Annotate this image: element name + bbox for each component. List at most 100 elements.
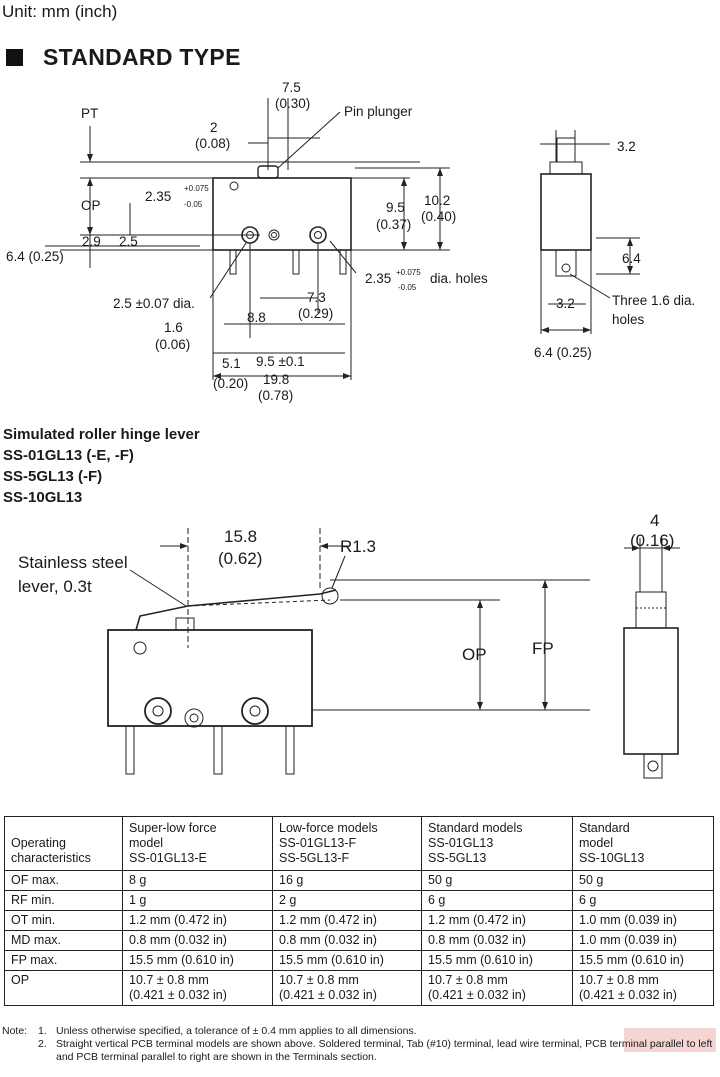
note-label: Note: bbox=[2, 1025, 28, 1037]
dim-15-8: 15.8 bbox=[224, 527, 257, 546]
dim-6-4-in: 6.4 (0.25) bbox=[6, 249, 64, 264]
dim-7-3-in: (0.29) bbox=[298, 306, 333, 321]
dim-2-5: 2.5 bbox=[119, 234, 138, 249]
tol-minus: -0.05 bbox=[184, 200, 203, 209]
dim-8-8: 8.8 bbox=[247, 310, 266, 325]
square-bullet-icon bbox=[6, 49, 23, 66]
table-cell: 10.7 ± 0.8 mm(0.421 ± 0.032 in) bbox=[421, 970, 573, 1006]
dim-4-in: (0.16) bbox=[630, 531, 674, 550]
three-holes-1: Three 1.6 dia. bbox=[612, 293, 695, 308]
table-row: OF max. 8 g 16 g 50 g 50 g bbox=[4, 870, 714, 891]
table-row: RF min. 1 g 2 g 6 g 6 g bbox=[4, 890, 714, 911]
tol-plus: +0.075 bbox=[184, 184, 209, 193]
model-line-2: SS-5GL13 (-F) bbox=[3, 468, 103, 485]
table-cell: 15.5 mm (0.610 in) bbox=[272, 950, 422, 971]
section-title-text: STANDARD TYPE bbox=[43, 44, 241, 70]
dim-19-8-in: (0.78) bbox=[258, 388, 293, 403]
table-cell: 50 g bbox=[572, 870, 714, 891]
table-cell: 16 g bbox=[272, 870, 422, 891]
dim-3-2-bottom: 3.2 bbox=[556, 296, 575, 311]
note-2: 2. Straight vertical PCB terminal models… bbox=[2, 1038, 718, 1064]
table-cell: 2 g bbox=[272, 890, 422, 911]
notes: Note: 1. Unless otherwise specified, a t… bbox=[2, 1025, 718, 1064]
dim-15-8-in: (0.62) bbox=[218, 549, 262, 568]
watermark-stamp bbox=[624, 1028, 716, 1052]
dim-5-1-in: (0.20) bbox=[213, 376, 248, 391]
lever-switch-body bbox=[107, 629, 313, 727]
dim-10-2: 10.2 bbox=[424, 193, 450, 208]
three-holes-2: holes bbox=[612, 312, 645, 327]
table-cell: 1.2 mm (0.472 in) bbox=[122, 910, 273, 931]
pt-label: PT bbox=[81, 106, 98, 121]
fp-label: FP bbox=[532, 639, 554, 658]
table-cell: 15.5 mm (0.610 in) bbox=[572, 950, 714, 971]
table-row: FP max. 15.5 mm (0.610 in) 15.5 mm (0.61… bbox=[4, 950, 714, 971]
model-title: Simulated roller hinge lever bbox=[3, 426, 200, 443]
dim-1-6-in: (0.06) bbox=[155, 337, 190, 352]
switch-body bbox=[212, 177, 352, 251]
dim-7-5-in: (0.30) bbox=[275, 96, 310, 111]
table-cell: 1.0 mm (0.039 in) bbox=[572, 910, 714, 931]
table-cell: 10.7 ± 0.8 mm(0.421 ± 0.032 in) bbox=[272, 970, 422, 1006]
dim-3-2-top: 3.2 bbox=[617, 139, 636, 154]
table-cell: 15.5 mm (0.610 in) bbox=[421, 950, 573, 971]
side-view-body bbox=[540, 173, 592, 251]
dim-2: 2 bbox=[210, 120, 218, 135]
table-cell: 1 g bbox=[122, 890, 273, 911]
lever-label-2: lever, 0.3t bbox=[18, 577, 92, 596]
dim-2-35-holes: 2.35 bbox=[365, 271, 391, 286]
dim-6-4-side: 6.4 (0.25) bbox=[534, 345, 592, 360]
row-label: OT min. bbox=[4, 910, 123, 931]
row-label: RF min. bbox=[4, 890, 123, 911]
table-row: OT min. 1.2 mm (0.472 in) 1.2 mm (0.472 … bbox=[4, 910, 714, 931]
note-number: 2. bbox=[38, 1038, 47, 1050]
table-row-op: OP 10.7 ± 0.8 mm(0.421 ± 0.032 in) 10.7 … bbox=[4, 970, 714, 1006]
table-cell: 15.5 mm (0.610 in) bbox=[122, 950, 273, 971]
row-label: OF max. bbox=[4, 870, 123, 891]
dim-4: 4 bbox=[650, 511, 659, 530]
lever-side-body bbox=[623, 627, 679, 755]
note-number: 1. bbox=[38, 1025, 47, 1037]
row-label: OP bbox=[4, 970, 123, 1006]
pin-plunger-label: Pin plunger bbox=[344, 104, 413, 119]
tol-plus-holes: +0.075 bbox=[396, 268, 421, 277]
dim-2-5-dia: 2.5 ±0.07 dia. bbox=[113, 296, 195, 311]
section-title: STANDARD TYPE bbox=[6, 44, 241, 71]
dia-holes-label: dia. holes bbox=[430, 271, 488, 286]
note-1: Note: 1. Unless otherwise specified, a t… bbox=[2, 1025, 718, 1038]
dim-9-5-in: (0.37) bbox=[376, 217, 411, 232]
table-cell: 50 g bbox=[421, 870, 573, 891]
op-label: OP bbox=[81, 198, 101, 213]
dim-6-4: 6.4 bbox=[622, 251, 641, 266]
table-cell: 6 g bbox=[572, 890, 714, 911]
standard-type-drawing: PT OP 2 (0.08) 7.5 (0.30) Pin plunger 2.… bbox=[6, 80, 695, 403]
table-cell: 8 g bbox=[122, 870, 273, 891]
table-cell: 1.2 mm (0.472 in) bbox=[421, 910, 573, 931]
unit-label: Unit: mm (inch) bbox=[2, 2, 118, 21]
dim-2-35: 2.35 bbox=[145, 189, 171, 204]
row-label: FP max. bbox=[4, 950, 123, 971]
table-cell: 6 g bbox=[421, 890, 573, 911]
dim-10-2-in: (0.40) bbox=[421, 209, 456, 224]
dim-2-9: 2.9 bbox=[82, 234, 101, 249]
lever-op-label: OP bbox=[462, 645, 487, 664]
dim-7-5: 7.5 bbox=[282, 80, 301, 95]
table-cell: 10.7 ± 0.8 mm(0.421 ± 0.032 in) bbox=[122, 970, 273, 1006]
note-text: Straight vertical PCB terminal models ar… bbox=[56, 1038, 713, 1063]
lever-drawing: Stainless steel lever, 0.3t 15.8 (0.62) … bbox=[18, 511, 680, 779]
model-line-3: SS-10GL13 bbox=[3, 489, 83, 506]
dim-9-5-tol: 9.5 ±0.1 bbox=[256, 354, 305, 369]
table-cell: 1.0 mm (0.039 in) bbox=[572, 930, 714, 951]
model-list: Simulated roller hinge lever SS-01GL13 (… bbox=[3, 424, 200, 508]
table-cell: 10.7 ± 0.8 mm(0.421 ± 0.032 in) bbox=[572, 970, 714, 1006]
dim-9-5: 9.5 bbox=[386, 200, 405, 215]
table-cell: 0.8 mm (0.032 in) bbox=[122, 930, 273, 951]
dim-1-6: 1.6 bbox=[164, 320, 183, 335]
dim-7-3: 7.3 bbox=[307, 290, 326, 305]
